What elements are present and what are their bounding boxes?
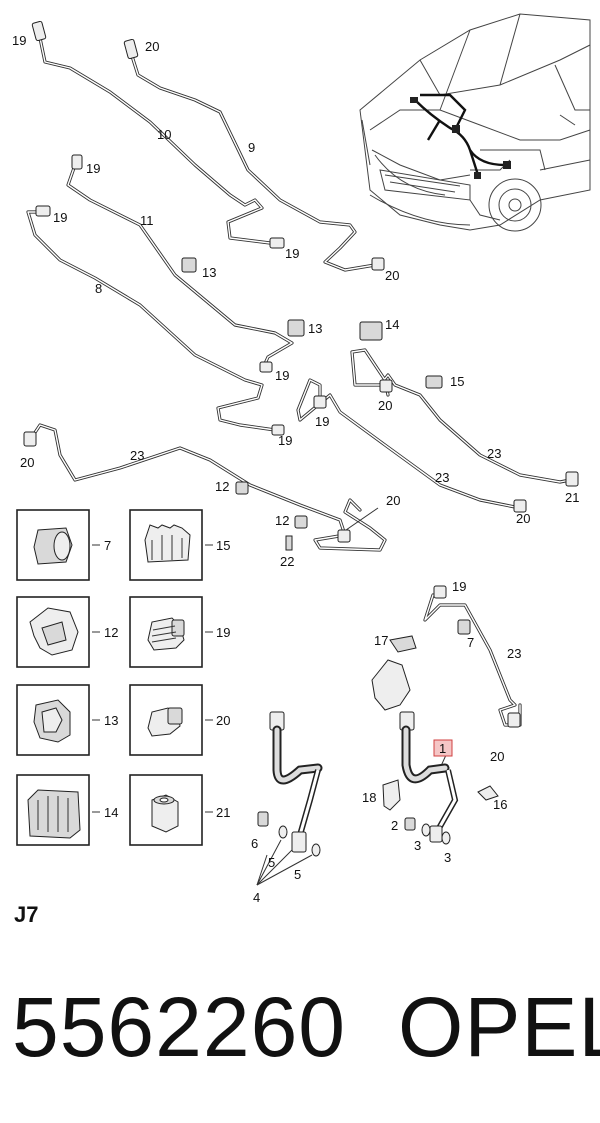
callout-9: 9 [248, 140, 255, 155]
callout-17: 17 [374, 633, 388, 648]
clip-12-icon [29, 607, 79, 656]
legend-item: 21 [129, 774, 230, 846]
legend-label: 20 [216, 713, 230, 728]
callout-23: 23 [487, 446, 501, 461]
callout-19: 19 [275, 368, 289, 383]
callout-2: 2 [391, 818, 398, 833]
callout-23: 23 [435, 470, 449, 485]
legend-label: 12 [104, 625, 118, 640]
callout-19: 19 [12, 33, 26, 48]
legend-label: 7 [104, 538, 111, 553]
callout-19: 19 [452, 579, 466, 594]
callout-8: 8 [95, 281, 102, 296]
brake-lines-diagram: 19 20 10 9 19 11 19 8 19 13 20 13 14 19 … [12, 13, 591, 905]
callout-7: 7 [467, 635, 474, 650]
callout-19: 19 [53, 210, 67, 225]
part-number: 5562260 [12, 980, 347, 1074]
section-code: J7 [14, 902, 39, 927]
legend-item: 20 [129, 684, 230, 756]
clip-13-icon [33, 699, 71, 743]
brake-pipes [26, 36, 572, 727]
vehicle-brake-line-highlight [414, 93, 506, 176]
vehicle-illustration [359, 13, 591, 232]
legend-item: 13 [16, 684, 118, 756]
legend-item: 19 [129, 596, 230, 668]
legend-item: 7 [16, 509, 111, 581]
clip-7-icon [33, 527, 73, 565]
callout-19: 19 [278, 433, 292, 448]
brake-hose-left [257, 711, 323, 857]
pipe-fittings [23, 20, 579, 728]
callout-21: 21 [565, 490, 579, 505]
legend-label: 21 [216, 805, 230, 820]
callout-20: 20 [516, 511, 530, 526]
fitting-20-icon [147, 707, 183, 737]
callout-labels: 19 20 10 9 19 11 19 8 19 13 20 13 14 19 … [12, 33, 579, 905]
highlighted-part-box [433, 739, 453, 757]
legend-label: 15 [216, 538, 230, 553]
legend: 7 15 12 [16, 509, 230, 846]
legend-label: 14 [104, 805, 118, 820]
callout-10: 10 [157, 127, 171, 142]
callout-20: 20 [386, 493, 400, 508]
callout-5: 5 [294, 867, 301, 882]
callout-13: 13 [308, 321, 322, 336]
legend-item: 12 [16, 596, 118, 668]
callout-20: 20 [20, 455, 34, 470]
callout-20: 20 [490, 749, 504, 764]
callout-1: 1 [439, 741, 446, 756]
callout-23: 23 [130, 448, 144, 463]
callout-14: 14 [385, 317, 399, 332]
legend-label: 19 [216, 625, 230, 640]
vehicle-brake-parts [410, 97, 511, 179]
callout-12: 12 [275, 513, 289, 528]
callout-13: 13 [202, 265, 216, 280]
callout-19: 19 [285, 246, 299, 261]
callout-20: 20 [385, 268, 399, 283]
legend-item: 15 [129, 509, 230, 581]
brand-name: OPEL [398, 980, 600, 1074]
callout-3: 3 [414, 838, 421, 853]
callout-11: 11 [140, 213, 154, 228]
callout-18: 18 [362, 790, 376, 805]
nut-21-icon [151, 794, 179, 833]
callout-19: 19 [86, 161, 100, 176]
callout-19: 19 [315, 414, 329, 429]
callout-15: 15 [450, 374, 464, 389]
callout-20: 20 [145, 39, 159, 54]
callout-22: 22 [280, 554, 294, 569]
callout-5: 5 [268, 855, 275, 870]
callout-4: 4 [253, 890, 260, 905]
callout-20: 20 [378, 398, 392, 413]
callout-16: 16 [493, 797, 507, 812]
callout-6: 6 [251, 836, 258, 851]
clip-14-icon [27, 789, 81, 839]
callout-3: 3 [444, 850, 451, 865]
brake-hose-right [371, 635, 499, 845]
fitting-19-icon [147, 617, 185, 651]
callout-12: 12 [215, 479, 229, 494]
clip-15-icon [144, 524, 191, 563]
legend-label: 13 [104, 713, 118, 728]
legend-item: 14 [16, 774, 118, 846]
callout-23: 23 [507, 646, 521, 661]
